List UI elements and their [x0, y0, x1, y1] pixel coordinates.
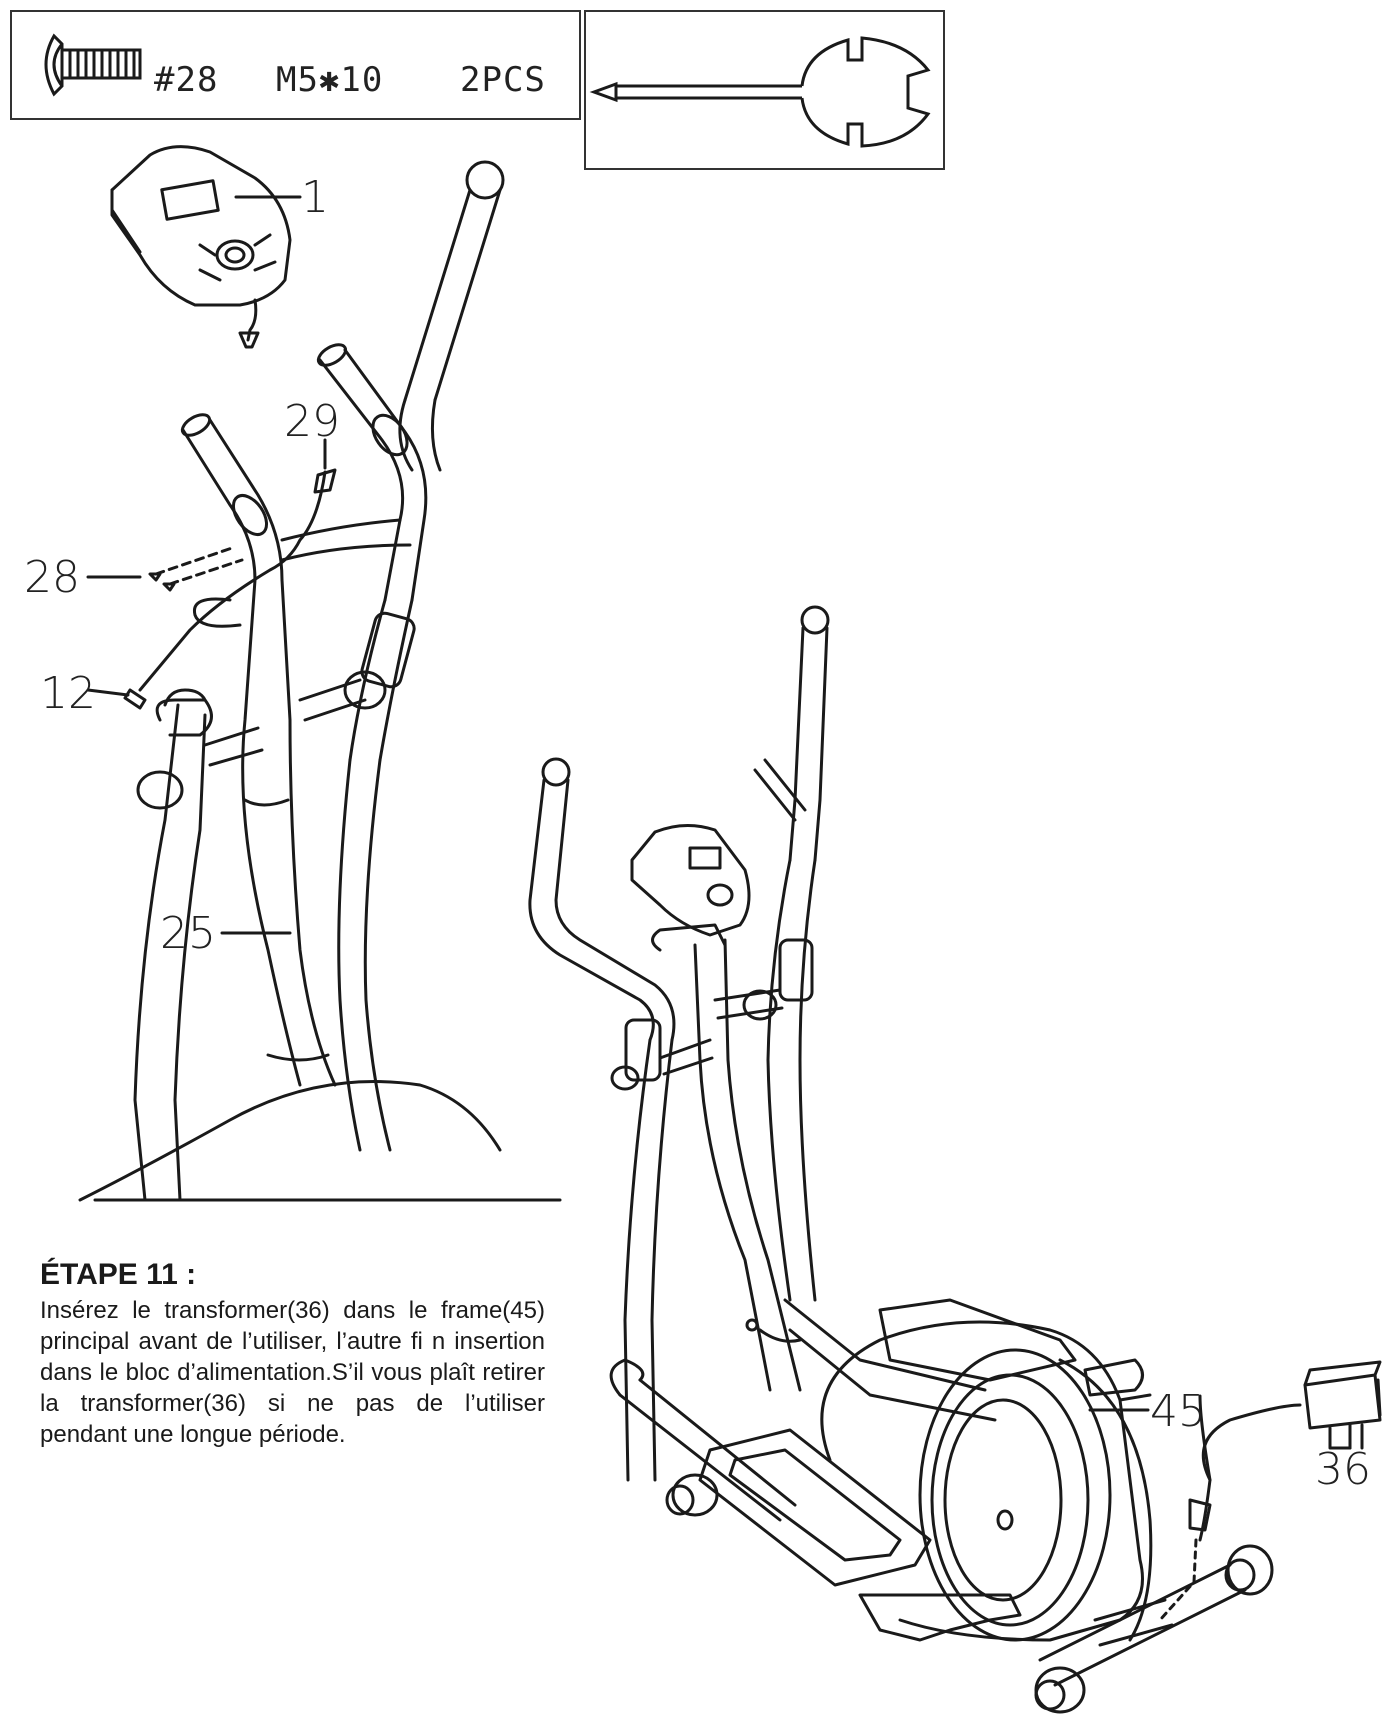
callout-mast: 25 — [160, 908, 216, 959]
callout-console: 1 — [301, 172, 329, 223]
callout-screws: 28 — [24, 552, 80, 603]
hardware-box: #28 M5✱10 2PCS — [10, 10, 581, 120]
tool-box — [584, 10, 945, 170]
elliptical-trainer-illustration — [528, 605, 1382, 1714]
callout-plug: 12 — [40, 668, 96, 719]
part-size: M5✱10 — [276, 60, 384, 100]
bolt-icon — [44, 33, 142, 97]
callout-transformer: 36 — [1315, 1444, 1371, 1495]
wrench-icon — [589, 36, 931, 148]
step-instructions: Insérez le transformer(36) dans le frame… — [40, 1297, 545, 1448]
part-quantity: 2PCS — [460, 60, 546, 100]
part-number: #28 — [154, 60, 219, 100]
callout-frame: 45 — [1150, 1386, 1206, 1437]
console-illustration — [110, 145, 302, 349]
callout-cable: 29 — [284, 396, 340, 447]
step-title: ÉTAPE 11 : — [40, 1258, 197, 1291]
upper-assembly-illustration — [78, 160, 562, 1202]
